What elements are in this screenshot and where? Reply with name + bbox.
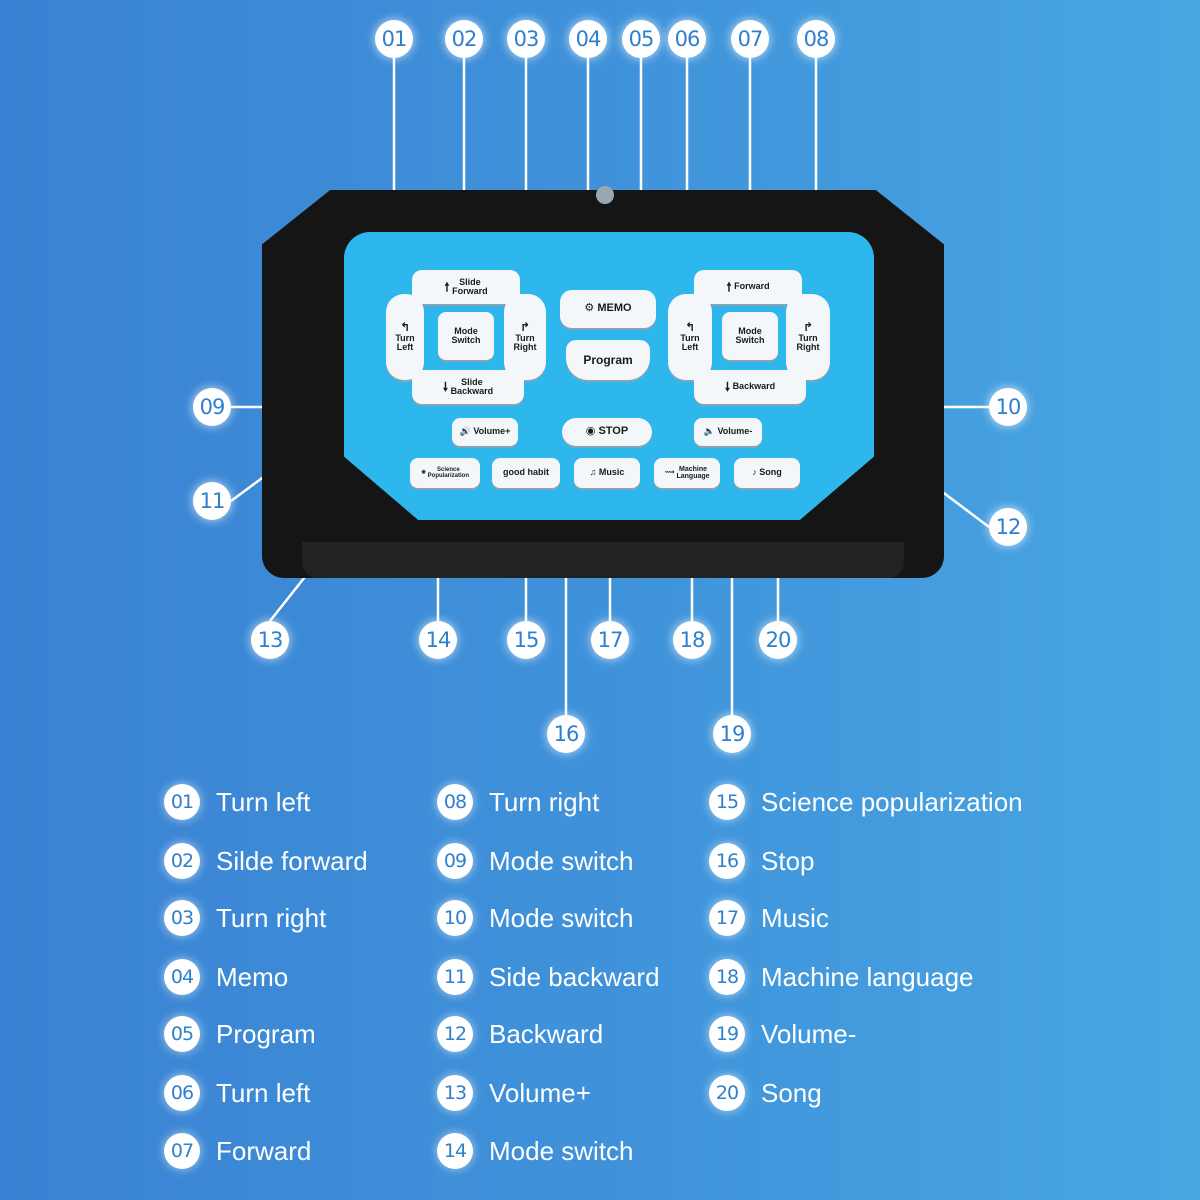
backward-key[interactable]: 🠗 Backward [694,370,806,404]
music-key[interactable]: ♫ Music [574,458,640,488]
callout-13: 13 [251,621,289,659]
stop-key[interactable]: ◉ STOP [562,418,652,446]
callout-04: 04 [569,20,607,58]
callout-19: 19 [713,715,751,753]
callout-17: 17 [591,621,629,659]
callout-06: 06 [668,20,706,58]
good-habit-key[interactable]: good habit [492,458,560,488]
callout-09: 09 [193,388,231,426]
callout-20: 20 [759,621,797,659]
turn-right-arrow-icon: ↱ [519,320,531,335]
remote-antenna-knob [596,186,614,204]
volume-minus-key[interactable]: 🔈 Volume- [694,418,762,446]
turn-right-key-right[interactable]: ↱ Turn Right [786,294,830,380]
callout-14: 14 [419,621,457,659]
callout-01: 01 [375,20,413,58]
speaker-quiet-icon: 🔈 [703,426,715,437]
memo-gear-icon: ⚙ [584,302,595,315]
arrow-down-icon: 🠗 [724,379,731,394]
mode-switch-key-left[interactable]: Mode Switch [438,312,494,360]
turn-left-key-right[interactable]: ↰ Turn Left [668,294,712,380]
callout-12: 12 [989,508,1027,546]
callout-10: 10 [989,388,1027,426]
memo-key[interactable]: ⚙ MEMO [560,290,656,328]
callout-18: 18 [673,621,711,659]
callout-07: 07 [731,20,769,58]
callout-11: 11 [193,482,231,520]
turn-right-arrow-icon: ↱ [802,320,814,335]
forward-key[interactable]: 🠕 Forward [694,270,802,304]
arrow-down-icon: 🠗 [442,379,449,394]
music-note-icon: ♫ [589,467,597,478]
callout-03: 03 [507,20,545,58]
wave-arrow-icon: ⟿ [664,469,675,477]
atom-icon: ✺ [420,469,426,476]
turn-left-key-left[interactable]: ↰ Turn Left [386,294,424,380]
turn-right-key-left[interactable]: ↱ Turn Right [504,294,546,380]
volume-plus-key[interactable]: 🔊 Volume+ [452,418,518,446]
speaker-loud-icon: 🔊 [459,426,471,437]
program-key[interactable]: Program [566,340,650,380]
callout-08: 08 [797,20,835,58]
callout-16: 16 [547,715,585,753]
song-key[interactable]: ♪ Song [734,458,800,488]
turn-left-arrow-icon: ↰ [684,320,696,335]
callout-02: 02 [445,20,483,58]
callout-05: 05 [622,20,660,58]
turn-left-arrow-icon: ↰ [399,320,411,335]
arrow-up-icon: 🠕 [726,279,732,294]
arrow-up-icon: 🠕 [444,279,450,294]
stop-circle-icon: ◉ [585,425,596,438]
single-note-icon: ♪ [752,467,757,478]
callout-15: 15 [507,621,545,659]
mode-switch-key-right[interactable]: Mode Switch [722,312,778,360]
